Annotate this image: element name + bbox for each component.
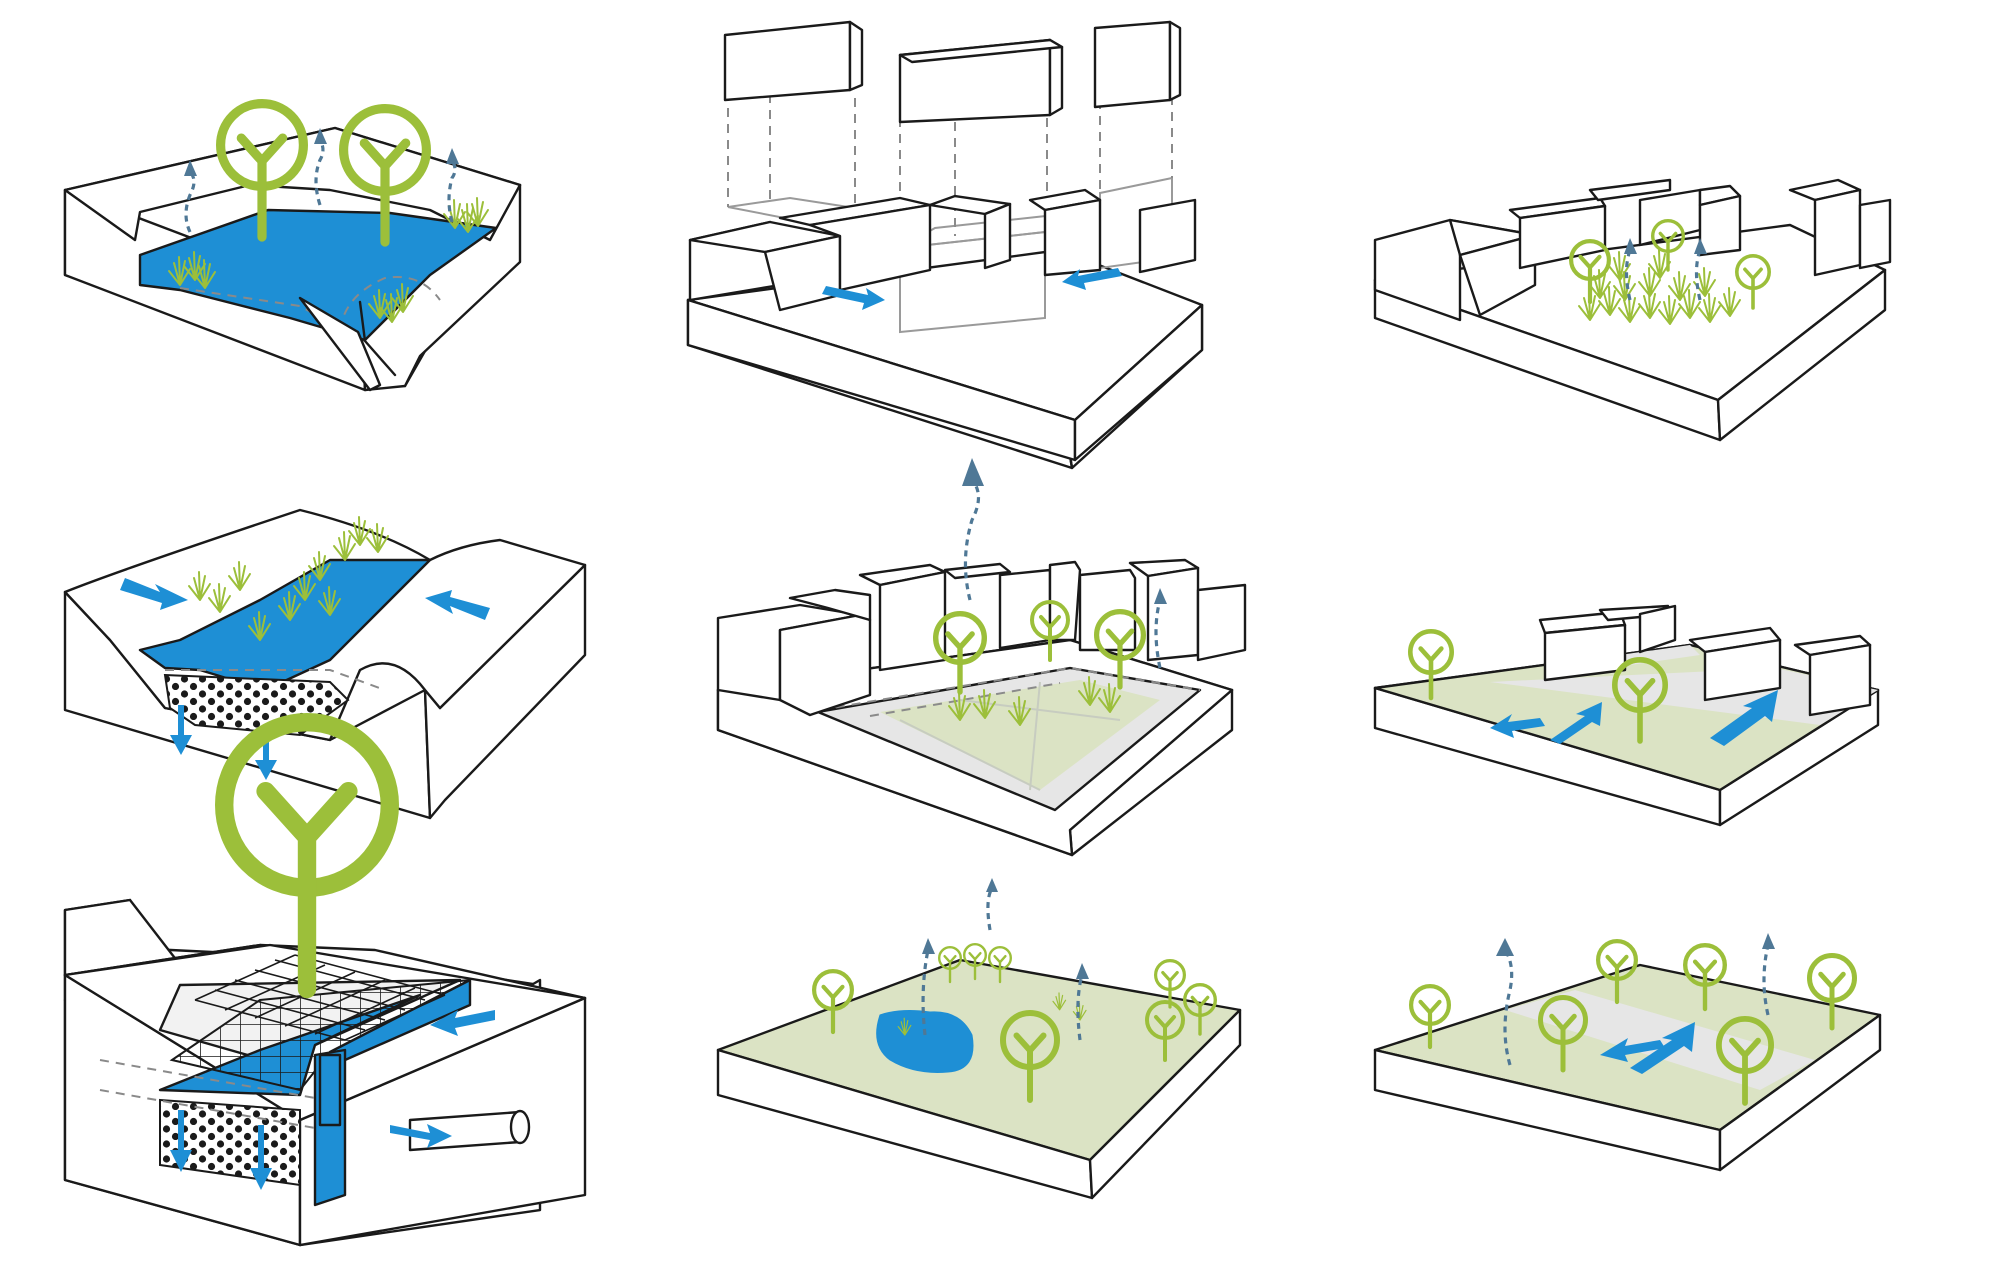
evaporation-arrow-icon [1624, 238, 1707, 301]
flow-arrow-icon [120, 578, 490, 620]
swale-block [63, 508, 587, 820]
green-street-block [1373, 604, 1880, 827]
evaporation-arrow-icon [184, 128, 459, 233]
infiltration-arrow-icon [170, 705, 277, 780]
infiltration-crate-block [63, 722, 587, 1247]
park-pond-block [716, 878, 1242, 1200]
building-lift-block [686, 20, 1204, 470]
flow-arrow-icon [1490, 690, 1778, 746]
flow-arrow-icon [170, 1010, 495, 1190]
evaporation-arrow-icon [1496, 933, 1775, 1066]
courtyard-meadow-block [1373, 178, 1892, 442]
flow-arrow-icon [1600, 1022, 1695, 1074]
evaporation-arrow-icon [921, 878, 1089, 1041]
park-road-block [1373, 933, 1882, 1172]
flow-arrow-icon [822, 268, 1122, 310]
evaporation-arrow-icon [962, 458, 1167, 669]
green-courtyard-block [716, 458, 1247, 857]
pond-block [63, 104, 522, 392]
